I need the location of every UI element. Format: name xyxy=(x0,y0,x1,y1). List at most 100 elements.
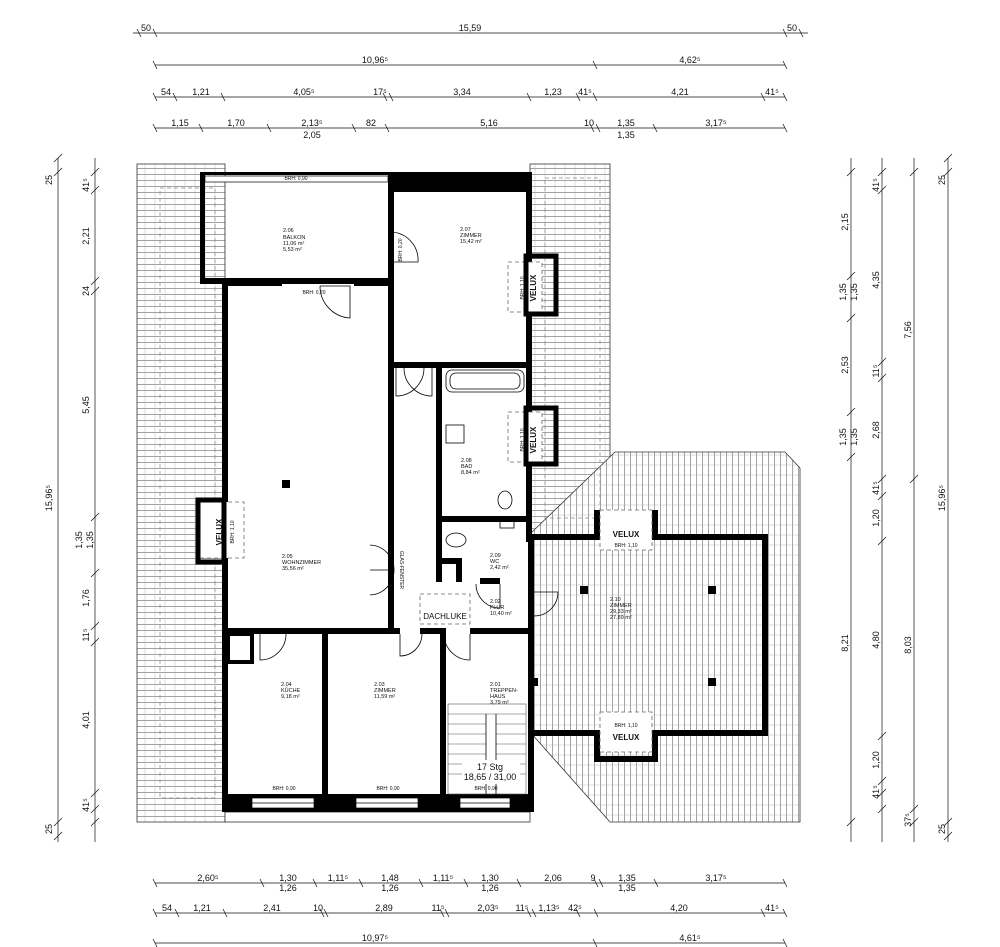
wall-balkon-bottom xyxy=(200,278,390,284)
dim-top1-b: 15,59 xyxy=(459,23,482,33)
dim-right-b7: 4,80 xyxy=(871,631,881,649)
dim-right-c3: 37⁵ xyxy=(903,813,913,827)
dim-right-b2: 4,35 xyxy=(871,271,881,289)
wall-210-dormer2-right xyxy=(652,730,658,760)
velux-210-bottom-label: VELUX xyxy=(613,733,640,742)
dim-right-b6: 1,20 xyxy=(871,509,881,527)
velux-210-top-label: VELUX xyxy=(613,530,640,539)
right-dimension-labels: 2,15 1,35 1,35 2,53 1,35 1,35 8,21 41⁵ 4… xyxy=(838,175,947,834)
left-dimension-labels: 25 15,96⁵ 25 41⁵ 2,21 24 5,45 1,35 1,35 … xyxy=(44,175,95,834)
dim-left-f: 1,35 xyxy=(85,531,95,549)
wall-210-bottom-b xyxy=(652,730,768,736)
dim-left-h: 11⁵ xyxy=(81,628,91,641)
balkon-area2: 5,53 m² xyxy=(283,247,302,253)
bathtub xyxy=(445,369,525,393)
velux-bad-label: VELUX xyxy=(529,426,538,453)
dim-right-a4: 2,53 xyxy=(840,356,850,374)
roof-dormer xyxy=(529,451,801,823)
velux-windows: VELUX BRH: 1,10 VELUX BRH: 1,10 VELUX BR… xyxy=(195,253,653,753)
wc-name: WC xyxy=(490,559,499,565)
dim-bot2-k: 4,20 xyxy=(670,903,688,913)
dim-top3-g: 41⁵ xyxy=(578,87,592,97)
brh-wohn-top: BRH: 0,20 xyxy=(302,290,325,296)
dim-bot2-i: 1,13⁵ xyxy=(538,903,560,913)
dim-right-a1: 2,15 xyxy=(840,213,850,231)
bottom-dimension-labels: 2,60⁵ 1,30 1,11⁵ 1,48 1,11⁵ 1,30 2,06 9 … xyxy=(162,873,779,943)
velux-207-niche xyxy=(523,253,559,317)
dim-top4-a: 1,15 xyxy=(171,118,189,128)
dim-bot2-h: 11⁵ xyxy=(515,903,528,913)
zimmer210-area1: 29,33 m² xyxy=(610,609,632,615)
dim-bot1-f: 1,30 xyxy=(481,873,499,883)
doors xyxy=(259,231,559,661)
roof-left-dashed xyxy=(159,187,216,799)
door-bad-top xyxy=(403,367,433,397)
zimmer203-number: 2.03 xyxy=(374,682,385,688)
dim-top4-e: 5,16 xyxy=(480,118,498,128)
dim-bot1-sub-b: 1,26 xyxy=(381,883,399,893)
wall-210-top-a xyxy=(530,534,594,540)
treppe-number: 2.01 xyxy=(490,682,501,688)
dim-left-outer-c: 25 xyxy=(44,824,54,834)
dim-left-outer-b: 15,96⁵ xyxy=(44,485,54,512)
wall-210-top-b xyxy=(652,534,766,540)
wc-number: 2.09 xyxy=(490,553,501,559)
dim-bot3-a: 10,97⁵ xyxy=(362,933,389,943)
wall-balkon-left xyxy=(200,172,205,284)
brh-labels: BRH: 0,90 BRH: 0,20 BRH: 0,20 BRH: 0,90 … xyxy=(272,176,497,792)
wall-wc-stub xyxy=(456,558,462,582)
wall-zimmer-bottom xyxy=(388,362,532,368)
dim-left-d: 5,45 xyxy=(81,396,91,414)
dim-bot2-a: 54 xyxy=(162,903,172,913)
stair-outline xyxy=(447,703,527,795)
dim-bot2-l: 41⁵ xyxy=(765,903,779,913)
treppe-area: 3,79 m² xyxy=(490,700,509,706)
wall-treppe-top xyxy=(470,628,530,634)
wohn-number: 2.05 xyxy=(282,554,293,560)
velux-wohn-label: VELUX xyxy=(215,518,224,545)
balkon-area1: 11,06 m² xyxy=(283,241,304,247)
velux-210-top-brh: BRH: 1,10 xyxy=(614,543,637,549)
zimmer203-name: ZIMMER xyxy=(374,688,396,694)
wall-treppe-right xyxy=(528,590,534,812)
bad-area: 8,84 m² xyxy=(461,470,480,476)
velux-210-bottom-brh: BRH: 1,10 xyxy=(614,723,637,729)
kueche-niche xyxy=(226,632,254,664)
roof-surfaces xyxy=(136,163,801,823)
velux-wohn-brh: BRH: 1,10 xyxy=(230,520,236,543)
dim-top4-f: 10 xyxy=(584,118,594,128)
dim-right-b4: 2,68 xyxy=(871,421,881,439)
toilet-bad xyxy=(497,490,513,510)
zimmer210-number: 2.10 xyxy=(610,597,621,603)
dim-bot1-a: 2,60⁵ xyxy=(197,873,219,883)
dim-right-b8: 1,20 xyxy=(871,751,881,769)
wall-flur-bottom xyxy=(420,628,440,634)
balkon-number: 2.06 xyxy=(283,228,294,234)
door-treppe xyxy=(443,633,471,661)
wall-wohn-bottom xyxy=(222,628,394,634)
dim-bot1-sub-c: 1,26 xyxy=(481,883,499,893)
wall-kueche-right xyxy=(322,628,328,812)
dim-top4-h: 3,17⁵ xyxy=(705,118,727,128)
washbasin-wc xyxy=(499,519,515,529)
wc-area: 2,42 m² xyxy=(490,565,509,571)
flur-number: 2.02 xyxy=(490,599,501,605)
wall-bad-left xyxy=(436,366,442,516)
velux-210-bottom-frame xyxy=(599,711,653,753)
bathtub-inner xyxy=(449,372,521,390)
flur-name: FLUR xyxy=(490,605,504,611)
dim-top4-sub-a: 2,05 xyxy=(303,130,321,140)
dim-bot1-c: 1,11⁵ xyxy=(328,873,349,883)
brh-kueche: BRH: 0,90 xyxy=(272,786,295,792)
wall-balkon-top xyxy=(200,172,392,175)
glass-door-label: GLAS-FENSTER xyxy=(398,551,404,590)
dim-bot1-b: 1,30 xyxy=(279,873,297,883)
dim-top3-a: 54 xyxy=(161,87,171,97)
door-wohn-balkon xyxy=(319,285,351,319)
dim-top4-d: 82 xyxy=(366,118,376,128)
dim-top3-d: 17⁵ xyxy=(373,87,387,97)
windows xyxy=(204,175,511,809)
velux-bad-brh: BRH: 1,10 xyxy=(520,428,526,451)
stair-count: 17 Stg xyxy=(477,762,503,772)
